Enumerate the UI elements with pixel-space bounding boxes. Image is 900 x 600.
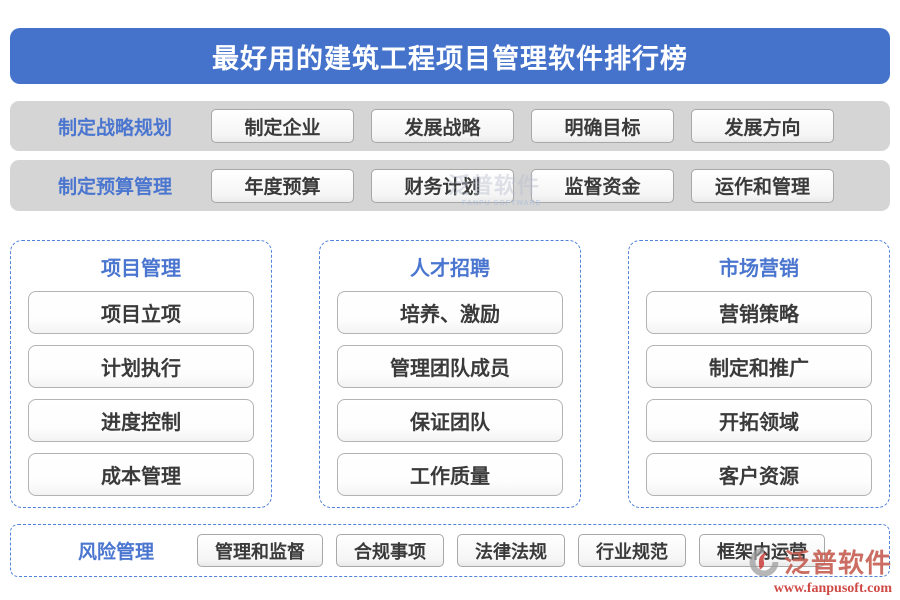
fanpu-logo-icon [747,545,781,579]
talent-item-button[interactable]: 工作质量 [337,453,563,496]
strategy-item-button[interactable]: 发展战略 [371,109,514,143]
budget-item-button[interactable]: 运作和管理 [691,168,834,203]
talent-item-button[interactable]: 保证团队 [337,399,563,442]
marketing-item-button[interactable]: 开拓领域 [646,399,872,442]
strategy-row-label: 制定战略规划 [57,117,172,139]
budget-row: 制定预算管理 年度预算财务计划监督资金运作和管理 [10,160,890,211]
column-marketing-title: 市场营销 [719,258,799,280]
risk-item-button[interactable]: 合规事项 [336,534,444,567]
project-item-button[interactable]: 项目立项 [28,291,254,334]
logo-text: 泛普软件 [783,548,892,578]
column-talent-items: 培养、激励管理团队成员保证团队工作质量 [337,291,563,496]
budget-item-button[interactable]: 监督资金 [531,168,674,203]
project-item-button[interactable]: 成本管理 [28,453,254,496]
strategy-item-button[interactable]: 制定企业 [211,109,354,143]
page-title: 最好用的建筑工程项目管理软件排行榜 [10,28,890,84]
talent-item-button[interactable]: 管理团队成员 [337,345,563,388]
risk-item-button[interactable]: 管理和监督 [197,534,323,567]
marketing-item-button[interactable]: 制定和推广 [646,345,872,388]
talent-item-button[interactable]: 培养、激励 [337,291,563,334]
risk-row-buttons: 管理和监督合规事项法律法规行业规范框架内运营 [197,534,825,567]
marketing-item-button[interactable]: 营销策略 [646,291,872,334]
risk-row-label: 风险管理 [77,542,154,563]
column-project-title: 项目管理 [101,258,181,280]
column-project-management: 项目管理 项目立项计划执行进度控制成本管理 [10,240,272,508]
budget-row-label: 制定预算管理 [57,177,172,198]
column-talent-title: 人才招聘 [410,258,490,280]
column-marketing: 市场营销 营销策略制定和推广开拓领域客户资源 [628,240,890,508]
marketing-item-button[interactable]: 客户资源 [646,453,872,496]
logo-url: www.fanpusoft.com [773,581,892,596]
budget-row-buttons: 年度预算财务计划监督资金运作和管理 [211,168,834,203]
project-item-button[interactable]: 计划执行 [28,345,254,388]
budget-item-button[interactable]: 年度预算 [211,168,354,203]
strategy-item-button[interactable]: 发展方向 [691,109,834,143]
project-item-button[interactable]: 进度控制 [28,399,254,442]
category-columns: 项目管理 项目立项计划执行进度控制成本管理 人才招聘 培养、激励管理团队成员保证… [10,240,890,508]
budget-item-button[interactable]: 财务计划 [371,168,514,203]
column-project-items: 项目立项计划执行进度控制成本管理 [28,291,254,496]
strategy-row-buttons: 制定企业发展战略明确目标发展方向 [211,109,834,143]
risk-item-button[interactable]: 行业规范 [578,534,686,567]
strategy-item-button[interactable]: 明确目标 [531,109,674,143]
column-talent-recruiting: 人才招聘 培养、激励管理团队成员保证团队工作质量 [319,240,581,508]
strategy-row: 制定战略规划 制定企业发展战略明确目标发展方向 [10,101,890,151]
column-marketing-items: 营销策略制定和推广开拓领域客户资源 [646,291,872,496]
fanpusoft-logo: 泛普软件 www.fanpusoft.com [747,543,892,597]
risk-item-button[interactable]: 法律法规 [457,534,565,567]
